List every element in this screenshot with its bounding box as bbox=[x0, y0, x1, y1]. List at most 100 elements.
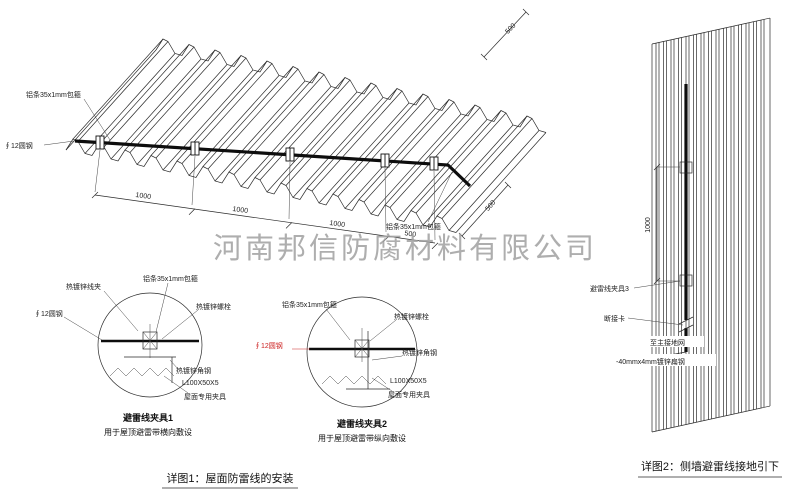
roof-wire-clamp bbox=[190, 141, 200, 156]
detail2-circle bbox=[306, 296, 418, 408]
leader-line bbox=[627, 317, 684, 326]
dimension-line-top bbox=[483, 11, 527, 58]
corrugation-line bbox=[259, 79, 351, 181]
leader-line bbox=[427, 171, 453, 223]
leader-line bbox=[155, 282, 169, 333]
corrugation-line bbox=[266, 91, 358, 193]
corrugation-line bbox=[337, 96, 429, 197]
corrugation-line bbox=[396, 119, 488, 220]
roof-corrugation-lines bbox=[65, 38, 547, 233]
leader-line bbox=[103, 290, 139, 332]
roof-dim-500-top: 500 bbox=[504, 22, 517, 35]
roof-wire-clamp bbox=[95, 135, 105, 150]
dimension-extension-lines bbox=[94, 149, 436, 241]
wall-wire-clamp bbox=[679, 161, 693, 174]
detail2-subtitle: 用于屋顶避雷带纵向敷设 bbox=[318, 433, 406, 443]
wall-to-ground-label: 至主接地网 bbox=[650, 338, 685, 347]
roof-dim-1000-3: 1000 bbox=[329, 220, 346, 229]
corrugation-line bbox=[332, 93, 424, 195]
disconnect-link-symbol bbox=[678, 316, 694, 333]
label-background bbox=[646, 336, 704, 347]
leader-line bbox=[43, 140, 75, 146]
corrugation-line bbox=[441, 118, 533, 219]
detail1-title: 避雷线夹具1 bbox=[123, 412, 173, 423]
detail1-angle-spec-label: L100X50X5 bbox=[182, 380, 219, 387]
detail2-bolt-label: 热镀锌螺栓 bbox=[394, 312, 429, 321]
detail1-roof-profile bbox=[109, 367, 175, 377]
leader-line bbox=[163, 375, 189, 394]
corrugation-line bbox=[306, 88, 398, 189]
detail1-subtitle: 用于屋顶避雷带横向敷设 bbox=[104, 427, 192, 437]
roof-strip-label-right: 铝条35x1mm包箍 bbox=[386, 222, 441, 231]
detail1-bolt-label: 热镀锌螺栓 bbox=[196, 302, 231, 311]
roof-wire-clamp bbox=[429, 156, 439, 171]
detail2-strip-label: 铝条35x1mm包箍 bbox=[282, 300, 337, 309]
corrugation-line bbox=[188, 75, 280, 176]
corrugation-line bbox=[422, 124, 514, 226]
roof-wire-clamp bbox=[380, 153, 390, 168]
corrugation-line bbox=[384, 104, 476, 206]
dimension-ticks-wall bbox=[653, 163, 661, 285]
detail-circle-1: 热镀锌线夹 铝条35x1mm包箍 热镀锌螺栓 ∮12圆钢 热镀锌角钢 L100X… bbox=[34, 274, 231, 437]
corrugation-line bbox=[240, 86, 332, 187]
detail1-circle bbox=[97, 292, 203, 398]
roof-isometric-view: 1000 1000 1000 500 500 500 铝条35x1mm包箍 铝条… bbox=[4, 8, 547, 250]
corrugation-line bbox=[136, 64, 228, 165]
corrugation-line bbox=[415, 112, 507, 214]
roof-wire-clamp bbox=[285, 147, 295, 162]
corrugation-line bbox=[207, 68, 299, 170]
corrugation-line bbox=[124, 49, 216, 151]
corrugation-line bbox=[292, 97, 384, 198]
corrugation-line bbox=[233, 74, 325, 175]
detail2-angle-label: 热镀锌角钢 bbox=[402, 348, 437, 357]
wall-view: 1000 避雷线夹具3 断接卡 至主接地网 -40mmx4mm镀锌扁钢 bbox=[590, 17, 771, 433]
corrugation-line bbox=[72, 38, 164, 140]
corrugation-line bbox=[77, 41, 169, 142]
roof-strip-label-top: 铝条35x1mm包箍 bbox=[26, 90, 81, 99]
detail2-roof-clamp-label: 屋面专用夹具 bbox=[388, 390, 430, 399]
corrugation-line bbox=[110, 58, 202, 160]
detail1-angle-steel bbox=[124, 356, 176, 383]
corrugation-line bbox=[98, 44, 190, 145]
dimension-ticks-top bbox=[480, 8, 530, 61]
corrugation-line bbox=[651, 405, 771, 433]
corrugation-line bbox=[448, 130, 540, 231]
detail2-round-steel-label: ∮12圆钢 bbox=[254, 341, 283, 350]
corrugation-line bbox=[311, 90, 403, 192]
detail1-angle-label: 热镀锌角钢 bbox=[176, 366, 211, 375]
detail2-angle-steel bbox=[346, 331, 390, 390]
corrugation-line bbox=[651, 17, 771, 45]
corrugation-line bbox=[455, 132, 547, 233]
corrugation-line bbox=[155, 57, 247, 159]
dimension-line-bottom bbox=[94, 194, 436, 244]
leader-line bbox=[83, 98, 111, 141]
label-background bbox=[612, 354, 716, 366]
leader-line bbox=[325, 308, 351, 341]
corrugation-line bbox=[103, 46, 195, 148]
leader-line bbox=[371, 355, 403, 361]
corrugation-line bbox=[280, 82, 372, 184]
corrugation-line bbox=[129, 52, 221, 153]
roof-dim-500-right: 500 bbox=[484, 199, 497, 212]
corrugation-line bbox=[162, 69, 254, 171]
roof-dim-500-1: 500 bbox=[404, 230, 417, 239]
detail1-roof-clamp-label: 屋面专用夹具 bbox=[184, 392, 226, 401]
corrugation-line bbox=[254, 77, 346, 178]
corrugation-line bbox=[285, 85, 377, 186]
detail2-title: 避雷线夹具2 bbox=[337, 418, 387, 429]
corrugation-line bbox=[436, 115, 528, 217]
wall-dim-1000: 1000 bbox=[645, 217, 652, 233]
wall-wire-clamp bbox=[679, 274, 693, 287]
wall-corrugation-lines bbox=[651, 17, 771, 433]
roof-dim-1000-2: 1000 bbox=[232, 206, 249, 215]
leader-line bbox=[369, 319, 397, 342]
dimension-ticks-right bbox=[458, 181, 512, 240]
leader-line bbox=[633, 280, 681, 289]
leader-line bbox=[161, 309, 199, 340]
wall-disconnect-label: 断接卡 bbox=[604, 314, 625, 323]
detail1-strip-label: 铝条35x1mm包箍 bbox=[143, 274, 198, 283]
corrugation-line bbox=[358, 99, 450, 200]
leader-line bbox=[371, 377, 393, 392]
